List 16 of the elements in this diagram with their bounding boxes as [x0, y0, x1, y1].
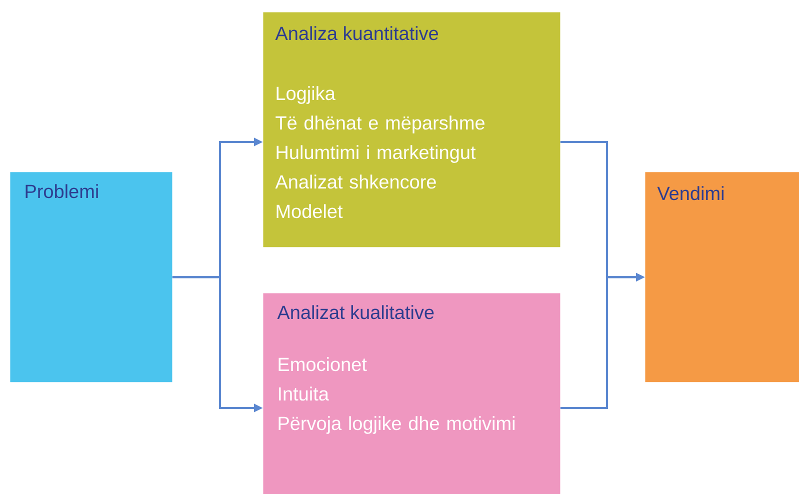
list-item: Logjika	[276, 86, 336, 104]
box-heading: Problemi	[26, 184, 98, 198]
box-heading: Analiza kuantitative	[275, 26, 438, 40]
process-box	[10, 172, 172, 382]
list-item: Përvoja logjike dhe motivimi	[278, 416, 514, 434]
box-heading: Analizat kualitative	[277, 305, 434, 320]
process-box	[263, 12, 560, 248]
process-box	[263, 293, 560, 494]
list-item: Analizat shkencore	[275, 174, 436, 189]
list-item: Intuita	[278, 386, 329, 401]
list-item: Emocionet	[278, 357, 367, 372]
list-item: Hulumtimi i marketingut	[276, 145, 476, 163]
box-heading: Vendimi	[657, 186, 724, 200]
process-box	[645, 172, 799, 382]
list-item: Modelet	[276, 204, 343, 218]
list-item: Të dhënat e mëparshme	[276, 116, 484, 134]
